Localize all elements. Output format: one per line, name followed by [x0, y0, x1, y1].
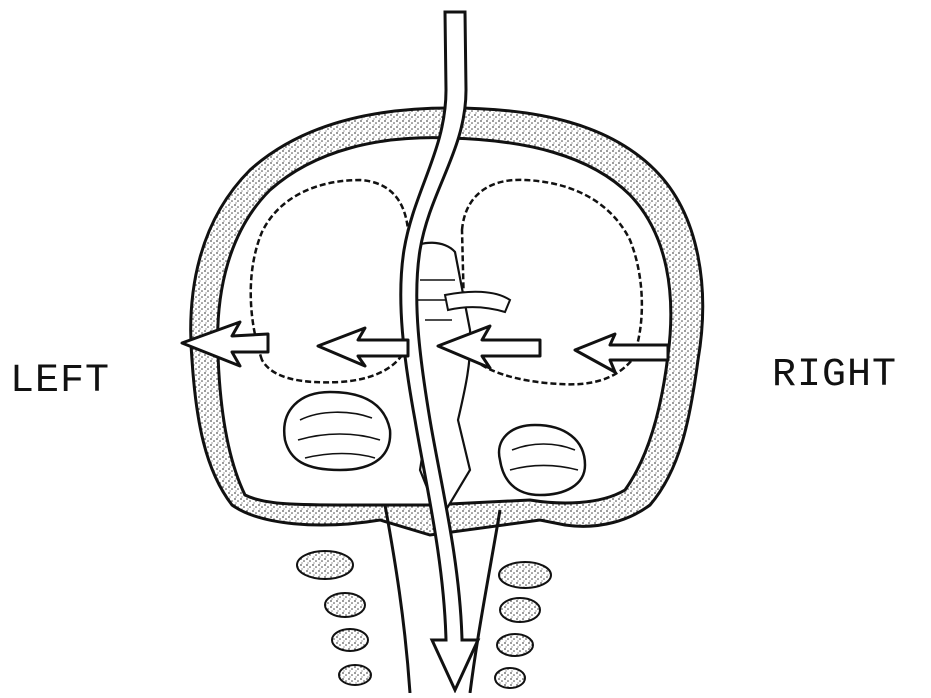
left-label: LEFT	[10, 362, 110, 402]
right-cerebellum	[499, 425, 585, 495]
vertebrae-right	[495, 562, 551, 688]
vertebrae-left	[297, 551, 371, 685]
right-label: RIGHT	[772, 356, 897, 396]
